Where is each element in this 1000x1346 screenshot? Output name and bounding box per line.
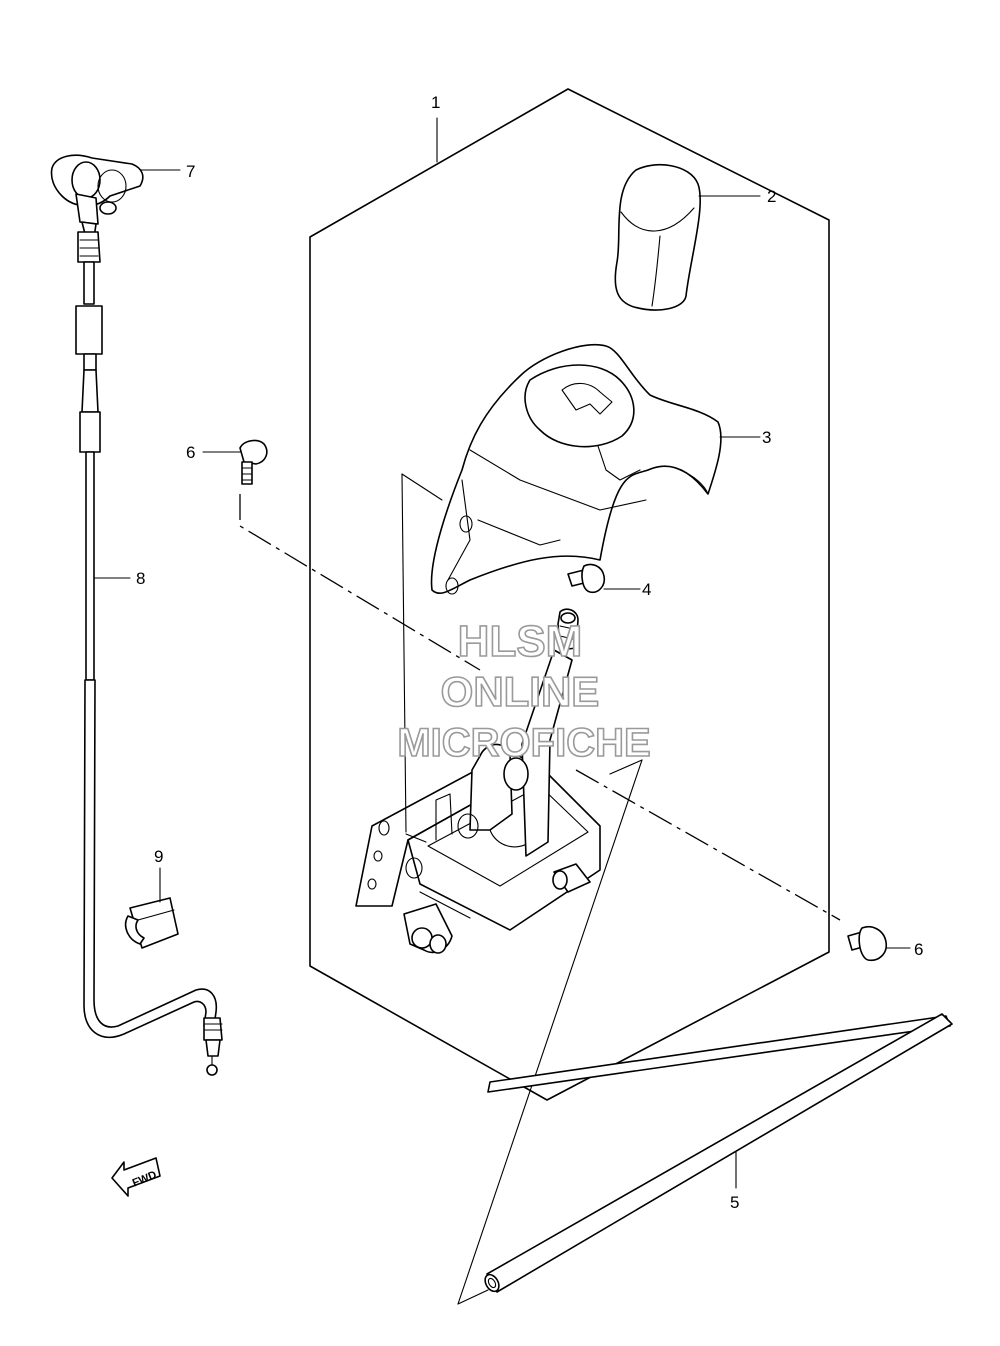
cable-clamp bbox=[124, 897, 179, 949]
callout-6-upper: 6 bbox=[186, 443, 195, 462]
centerline-upper bbox=[239, 494, 481, 671]
callout-6-lower: 6 bbox=[914, 940, 923, 959]
projection-diag-b bbox=[405, 833, 427, 843]
fwd-arrow-icon: FWD bbox=[111, 1157, 161, 1197]
projection-right bbox=[457, 759, 643, 1305]
watermark-line-3: MICROFICHE bbox=[397, 721, 650, 765]
bolt-6-lower bbox=[847, 926, 888, 962]
bolt-4 bbox=[567, 563, 606, 594]
shift-rod bbox=[484, 1013, 953, 1293]
callout-8: 8 bbox=[136, 569, 145, 588]
shift-cable bbox=[75, 231, 223, 1076]
assembly-outline bbox=[309, 88, 830, 1101]
centerline-lower bbox=[575, 769, 841, 921]
projection-diag-a bbox=[401, 473, 443, 501]
projection-left bbox=[401, 473, 407, 833]
callout-5: 5 bbox=[730, 1193, 739, 1212]
cable-fitting bbox=[50, 154, 144, 239]
watermark: HLSM ONLINE MICROFICHE bbox=[397, 616, 652, 766]
shift-knob bbox=[614, 163, 701, 311]
callout-7: 7 bbox=[186, 162, 195, 181]
watermark-line-1: HLSM bbox=[458, 617, 583, 666]
callout-2: 2 bbox=[767, 187, 776, 206]
shift-bracket bbox=[355, 743, 601, 954]
shift-lever bbox=[503, 608, 579, 857]
watermark-line-2: ONLINE bbox=[441, 668, 600, 715]
projection-diag-d bbox=[609, 759, 643, 775]
shift-cover bbox=[430, 344, 722, 595]
callout-9: 9 bbox=[154, 847, 163, 866]
callout-4: 4 bbox=[642, 580, 651, 599]
callout-3: 3 bbox=[762, 428, 771, 447]
projection-diag-c bbox=[457, 1289, 489, 1305]
bolt-6-upper bbox=[239, 439, 268, 485]
callout-1: 1 bbox=[431, 93, 440, 112]
